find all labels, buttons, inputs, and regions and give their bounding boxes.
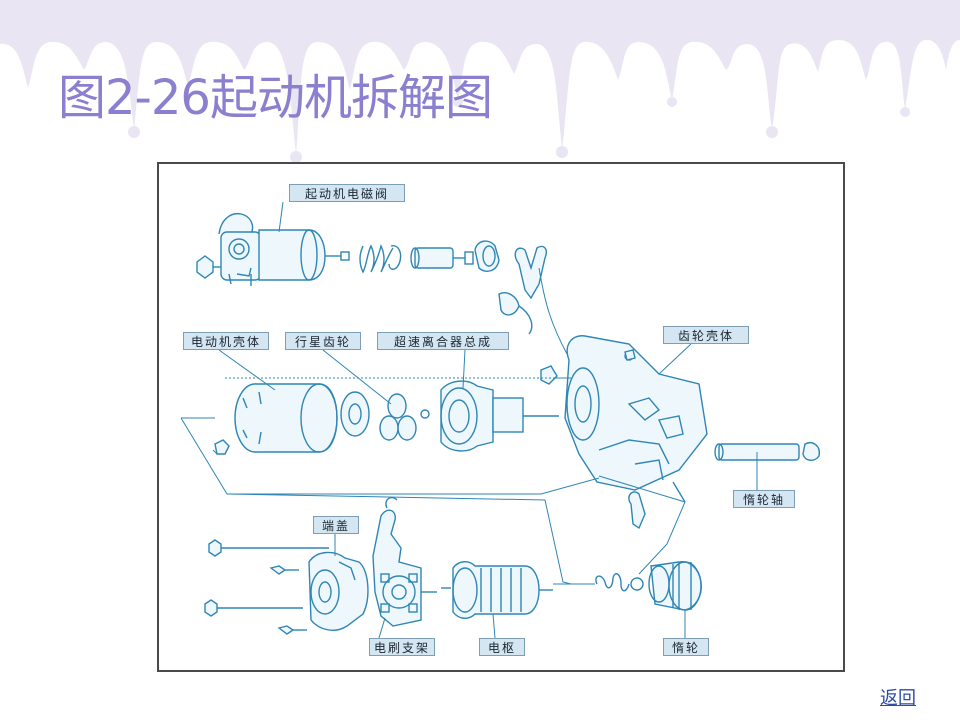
label-overrunning-clutch: 超速离合器总成 [377, 332, 509, 350]
idler-spring [595, 573, 644, 592]
label-gear-housing: 齿轮壳体 [663, 326, 749, 344]
label-solenoid: 起动机电磁阀 [289, 184, 405, 202]
through-bolts [204, 539, 329, 635]
label-idler-gear: 惰轮 [663, 638, 709, 656]
slide-title: 图2-26起动机拆解图 [58, 70, 493, 126]
label-motor-housing: 电动机壳体 [183, 332, 269, 350]
assembly-guide-lines [180, 267, 686, 585]
label-armature: 电枢 [479, 638, 525, 656]
leader-lines [218, 201, 758, 639]
diagram-drawing [180, 201, 820, 639]
label-idler-shaft: 惰轮轴 [733, 490, 795, 508]
back-link[interactable]: 返回 [880, 688, 916, 709]
solenoid-part [196, 212, 350, 286]
brush-holder-part [372, 496, 437, 627]
label-planetary-gear: 行星齿轮 [285, 332, 361, 350]
shift-fork-part [498, 245, 547, 335]
boot-part [474, 240, 500, 272]
gear-housing-part [540, 335, 708, 503]
idler-shaft-part [714, 442, 820, 461]
drip-background [0, 0, 960, 163]
overrunning-clutch-part [420, 380, 559, 452]
idler-gear-part [628, 491, 702, 611]
label-brush-holder: 电刷支架 [369, 638, 435, 656]
return-spring [359, 243, 402, 274]
label-end-cover: 端盖 [313, 516, 359, 534]
armature-part [441, 561, 553, 619]
plunger-part [410, 247, 474, 269]
starter-exploded-diagram: 起动机电磁阀 电动机壳体 行星齿轮 超速离合器总成 齿轮壳体 惰轮轴 端盖 电刷… [157, 162, 845, 672]
motor-housing-part [214, 383, 338, 455]
end-cover-part [308, 551, 369, 631]
planetary-gears-part [340, 391, 417, 441]
